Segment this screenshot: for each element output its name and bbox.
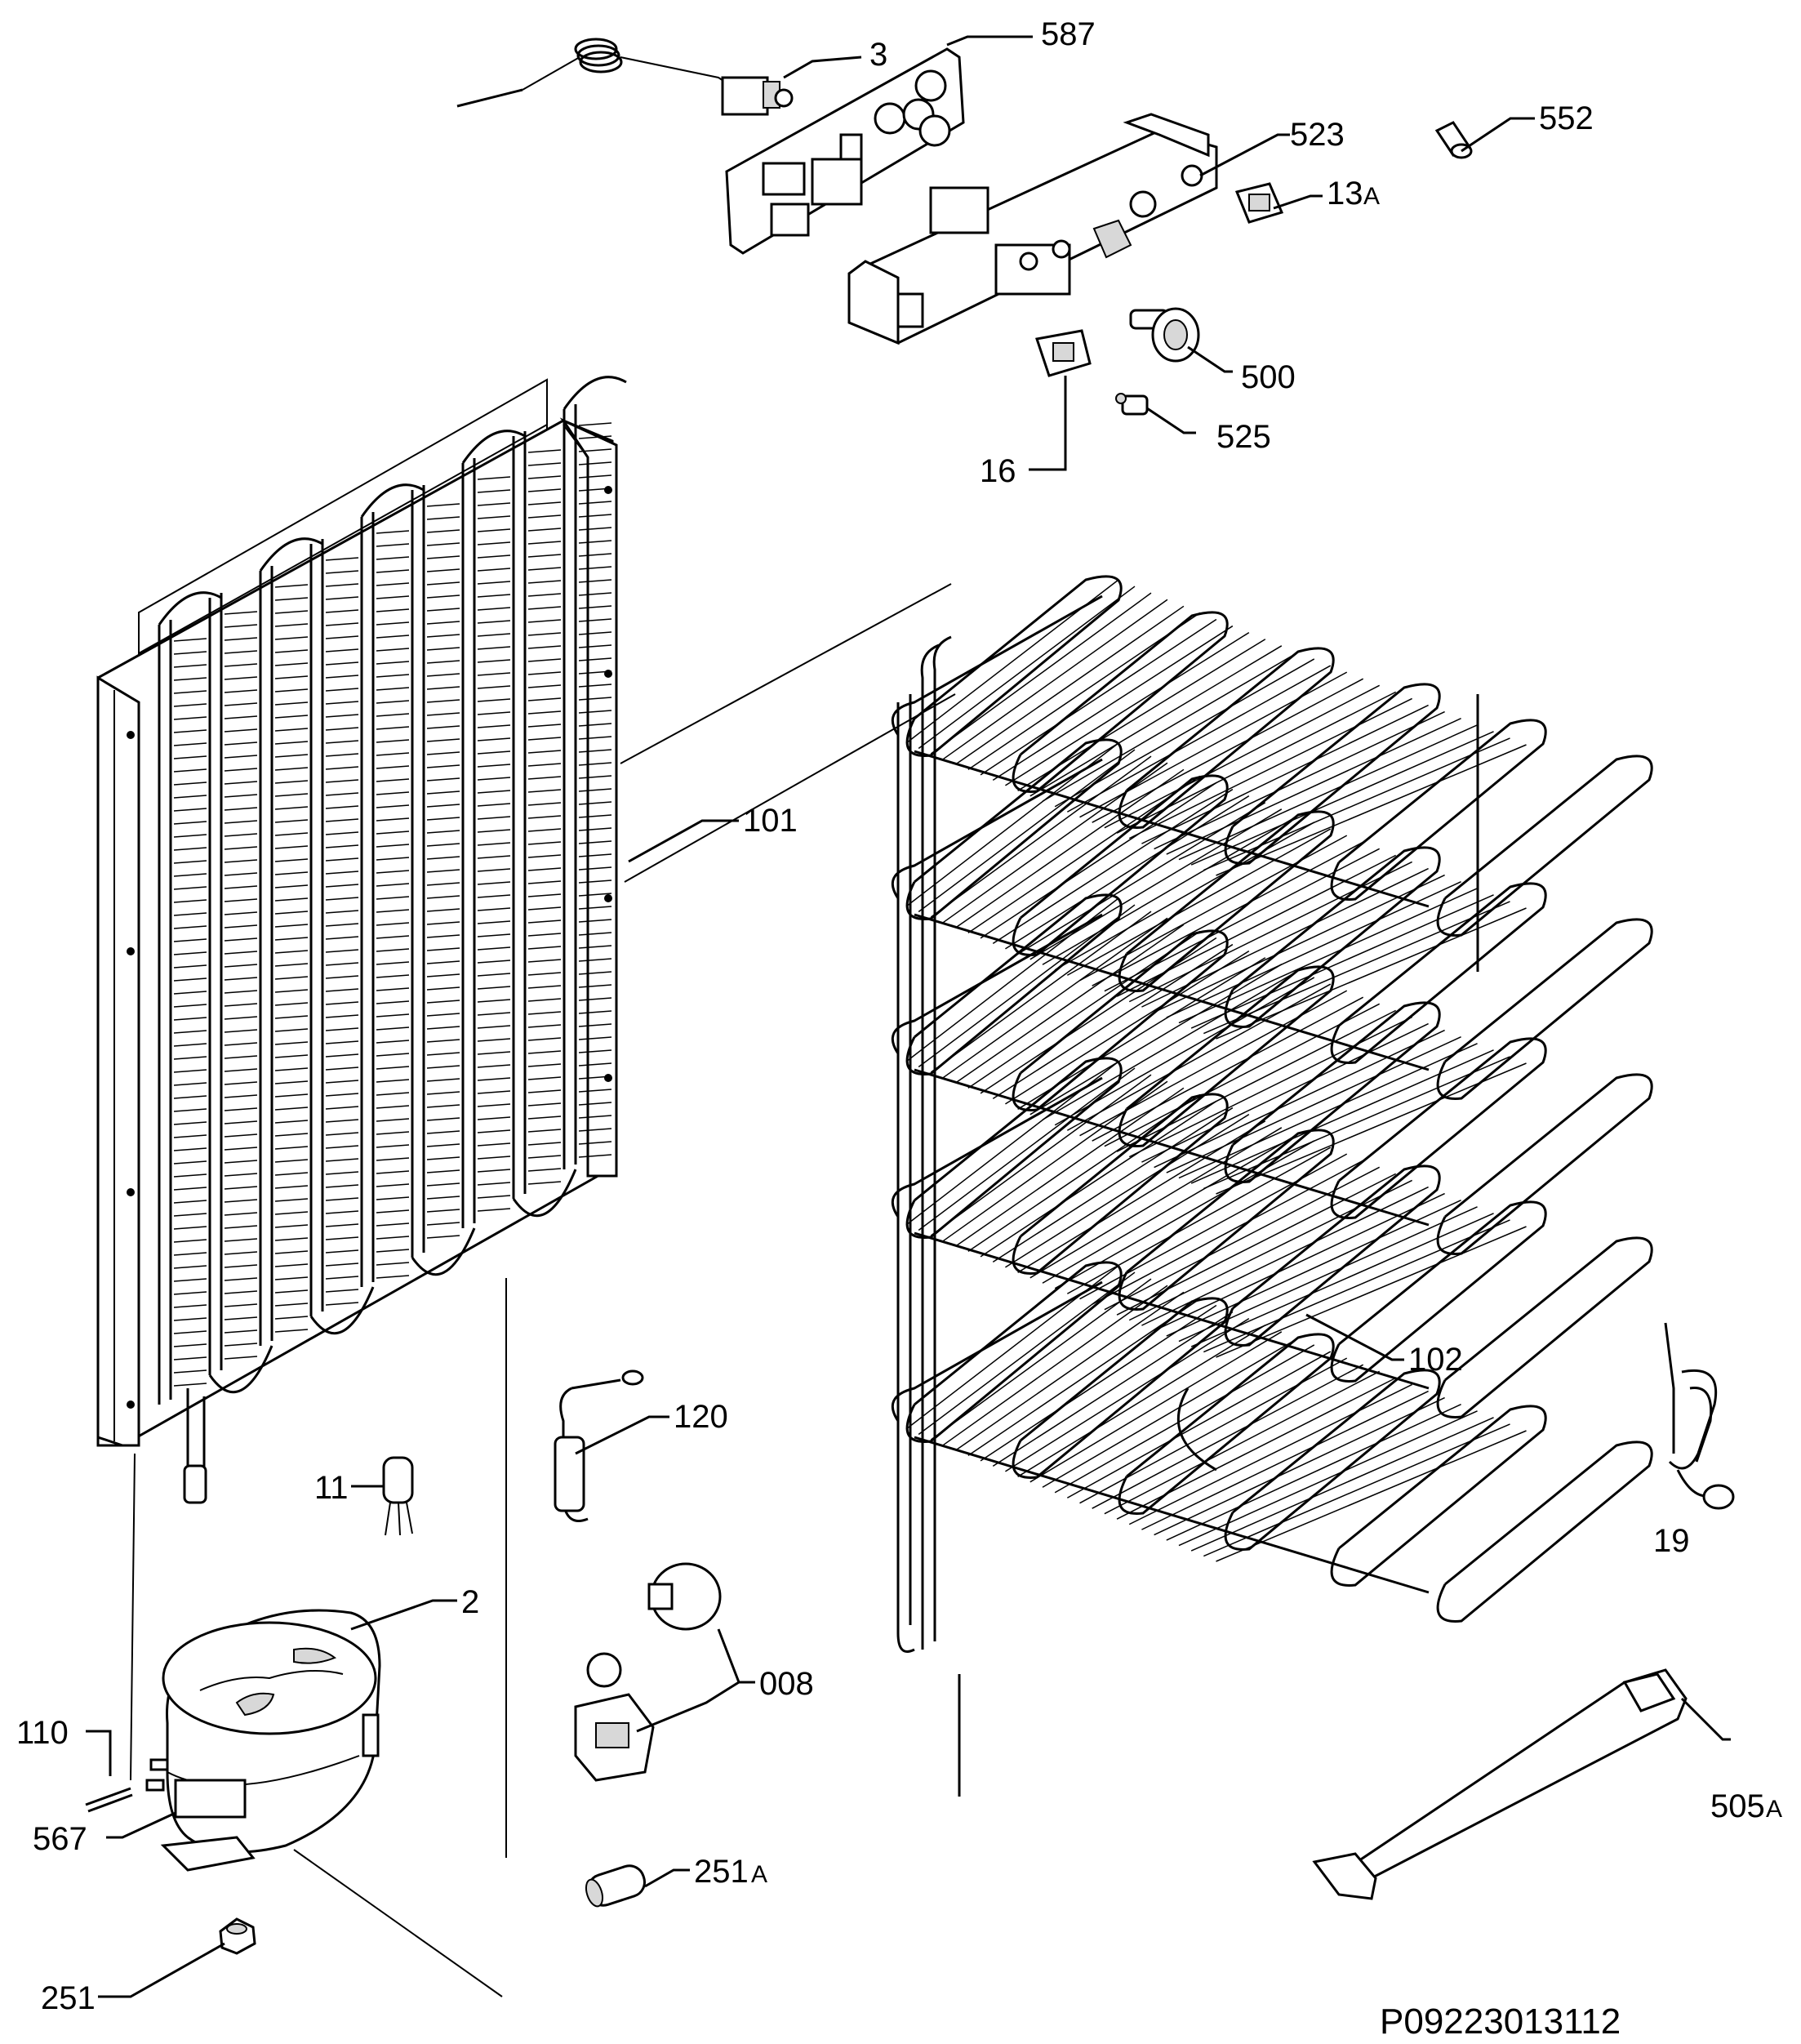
diagram-reference-code: P09223013112 [1380,2002,1621,2040]
handle-505a [1312,1668,1688,1900]
label-13: 13 [1327,176,1363,212]
evaporator-shelves [891,575,1653,1623]
condenser-101 [96,376,627,1504]
sleeve-251a [585,1864,646,1908]
label-2: 2 [461,1584,479,1620]
capacitor-11 [382,1456,414,1536]
label-500: 500 [1241,359,1296,395]
fuse-552 [1434,121,1473,159]
part-labels: 3 587 523 552 13 A 500 525 16 101 102 12… [16,16,1782,2042]
drain-heater-120 [554,1369,644,1522]
pipe-110 [85,1787,133,1813]
label-3: 3 [869,37,887,73]
grommet-251 [219,1917,256,1955]
condenser-mount-holes [127,486,612,1409]
label-110: 110 [16,1715,69,1751]
label-19: 19 [1653,1523,1690,1559]
label-120: 120 [674,1399,728,1435]
label-102: 102 [1408,1342,1463,1378]
label-13-suffix: A [1363,183,1380,210]
thermostat-3 [456,38,794,116]
switch-13a [1234,182,1284,224]
label-251-grommet: 251 [41,1980,96,2016]
label-505-suffix: A [1766,1796,1782,1823]
lamp-525 [1115,393,1149,416]
control-pcb-587 [725,47,965,255]
leader-lines [86,35,1731,1998]
relay-overload-008 [574,1562,722,1782]
label-552: 552 [1539,100,1594,136]
power-cord-19 [1664,1322,1735,1510]
label-525: 525 [1216,419,1271,455]
label-505: 505 [1710,1788,1765,1824]
label-101: 101 [743,803,798,839]
control-housing-523 [847,113,1218,345]
evaporator-102 [891,575,1653,1797]
label-587: 587 [1041,16,1096,52]
label-11: 11 [314,1470,349,1506]
label-567: 567 [33,1821,87,1857]
label-523: 523 [1290,117,1345,153]
label-251-suffix: A [751,1861,767,1888]
label-008: 008 [759,1666,814,1702]
relay-16 [1035,329,1092,377]
compressor-2 [145,1609,381,1872]
label-16: 16 [980,453,1016,489]
label-251: 251 [694,1854,749,1890]
condenser-fins [158,376,627,1405]
knob-500 [1129,307,1200,363]
